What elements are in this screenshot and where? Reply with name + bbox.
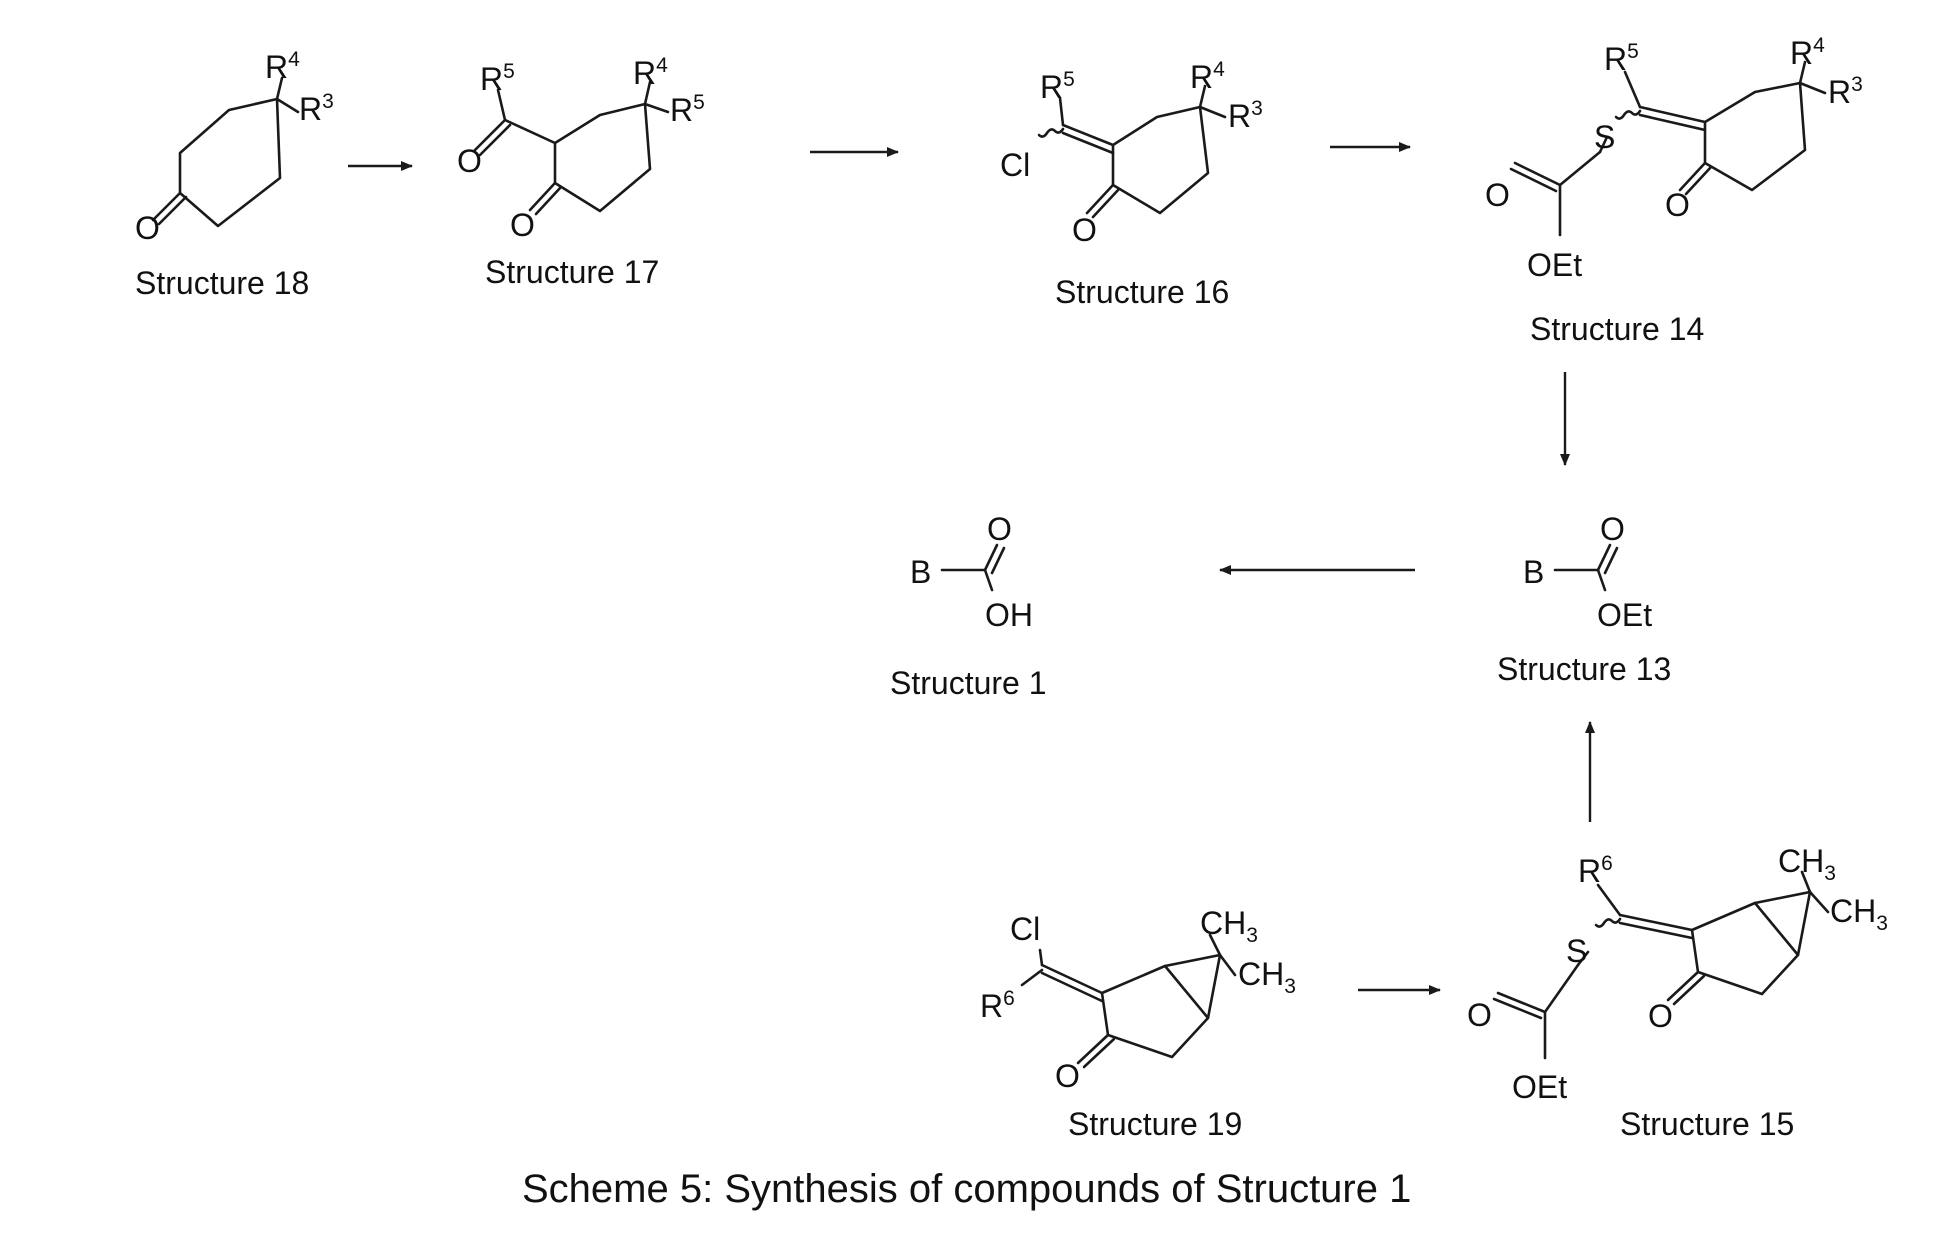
structure-17: R5 O O R4 R5 Structure 17 (457, 54, 705, 290)
structure-14: R5 S O OEt O R4 R3 Structure 14 (1485, 34, 1863, 347)
sulfur-label: S (1594, 119, 1615, 155)
ring-oxygen-label: O (510, 207, 535, 243)
r3-label: R3 (1828, 73, 1863, 110)
chlorine-label: Cl (1000, 147, 1030, 183)
sulfur-label: S (1566, 933, 1587, 969)
structure-13-label: Structure 13 (1497, 651, 1671, 687)
methyl-label: CH3 (1778, 843, 1836, 885)
structure-16: R5 Cl O R4 R3 Structure 16 (1000, 58, 1263, 310)
structure-1-label: Structure 1 (890, 665, 1047, 701)
structure-13: B O OEt Structure 13 (1497, 511, 1671, 687)
oxygen-label: O (1055, 1058, 1080, 1094)
carbonyl-oxygen-label: O (1600, 511, 1625, 547)
b-group-label: B (910, 554, 931, 590)
r4-label: R4 (633, 54, 668, 91)
ketone-oxygen-label: O (457, 143, 482, 179)
ring-oxygen-label: O (1665, 187, 1690, 223)
r3-label: R3 (1228, 97, 1263, 134)
chlorine-label: Cl (1010, 911, 1040, 947)
oxygen-label: O (135, 210, 160, 246)
structure-14-label: Structure 14 (1530, 311, 1704, 347)
ethoxy-label: OEt (1512, 1069, 1567, 1105)
r6-label: R6 (1578, 852, 1613, 889)
scheme-caption: Scheme 5: Synthesis of compounds of Stru… (522, 1167, 1411, 1211)
r6-label: R6 (980, 987, 1015, 1024)
ester-carbonyl-oxygen-label: O (1467, 997, 1492, 1033)
hydroxyl-label: OH (985, 597, 1033, 633)
r4-label: R4 (1190, 58, 1225, 95)
ester-carbonyl-oxygen-label: O (1485, 177, 1510, 213)
ring-oxygen-label: O (1648, 998, 1673, 1034)
r5-label: R5 (670, 91, 705, 128)
b-group-label: B (1523, 554, 1544, 590)
structure-19-label: Structure 19 (1068, 1106, 1242, 1142)
methyl-label: CH3 (1238, 956, 1296, 998)
r5-label: R5 (480, 60, 515, 97)
r4-label: R4 (265, 48, 300, 85)
ethoxy-label: OEt (1527, 247, 1582, 283)
carbonyl-oxygen-label: O (987, 511, 1012, 547)
structure-15-label: Structure 15 (1620, 1106, 1794, 1142)
r3-label: R3 (299, 90, 334, 127)
structure-17-label: Structure 17 (485, 254, 659, 290)
r5-label: R5 (1040, 68, 1075, 105)
r5-label: R5 (1604, 40, 1639, 77)
structure-15: R6 S O OEt O CH3 CH3 Structure 15 (1467, 843, 1888, 1142)
structure-18-label: Structure 18 (135, 265, 309, 301)
oxygen-label: O (1072, 212, 1097, 248)
structure-16-label: Structure 16 (1055, 274, 1229, 310)
ethoxy-label: OEt (1597, 597, 1652, 633)
methyl-label: CH3 (1200, 905, 1258, 947)
structure-19: Cl R6 O CH3 CH3 Structure 19 (980, 905, 1296, 1142)
structure-1: B O OH Structure 1 (890, 511, 1047, 701)
methyl-label: CH3 (1830, 893, 1888, 935)
structure-18: R4 R3 O Structure 18 (135, 48, 334, 301)
r4-label: R4 (1790, 34, 1825, 71)
